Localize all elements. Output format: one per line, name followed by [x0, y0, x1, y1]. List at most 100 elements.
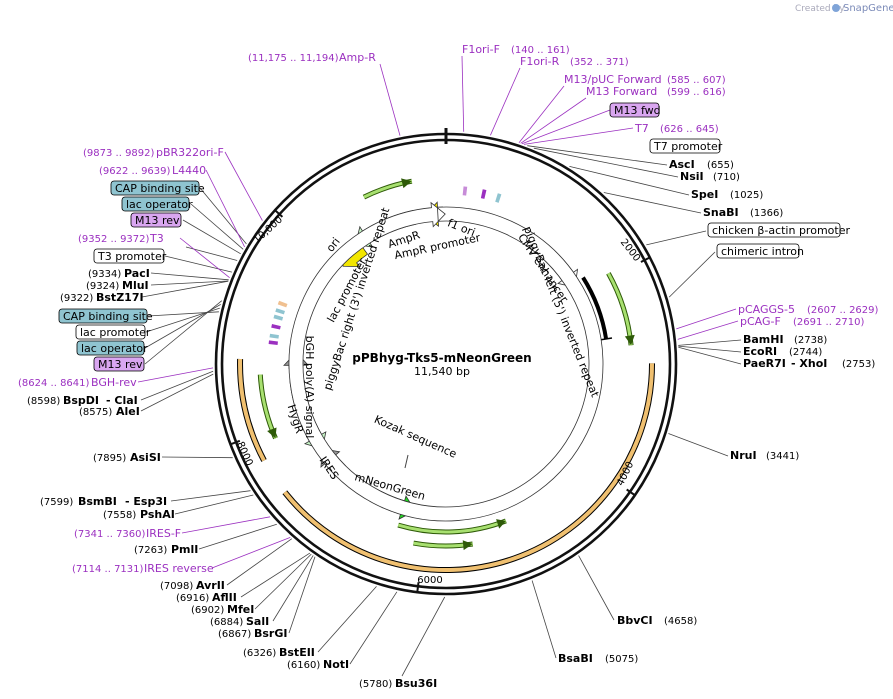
primer-pcaggs-5[interactable]: pCAGGS-5 — [738, 303, 795, 316]
leader-line-43 — [523, 127, 634, 145]
leader-line-6 — [678, 339, 742, 346]
box-m13rev-2[interactable] — [93, 356, 145, 372]
leader-line-3 — [603, 192, 702, 214]
primer-ires-f[interactable]: IRES-F — [146, 527, 181, 540]
box-lacprom2-label: lac promoter — [80, 326, 151, 339]
primer-bgh-rev[interactable]: BGH-rev — [91, 376, 137, 389]
leader-line-26 — [141, 280, 229, 298]
leader-line-52 — [379, 63, 401, 136]
box-cap-binding-site-1[interactable] — [110, 180, 200, 196]
site-asisi-pos: (7895) — [93, 453, 126, 464]
site-bbvci-pos: (4658) — [664, 616, 697, 627]
primer-m13-forward[interactable]: M13 Forward — [586, 85, 657, 98]
box-t3promoter-label: T3 promoter — [97, 250, 167, 263]
tick-2000 — [640, 256, 652, 263]
site-bsabi[interactable]: BsaBI — [558, 652, 593, 665]
site-ecori[interactable]: EcoRI — [743, 345, 777, 358]
primer-pcaggs-5-range: (2607 .. 2629) — [807, 305, 879, 316]
site-pshai[interactable]: PshAI — [140, 508, 175, 521]
box-cap-binding-site-2[interactable] — [58, 308, 148, 324]
leader-line-31 — [182, 219, 241, 255]
plasmid-length: 11,540 bp — [414, 365, 470, 378]
leader-line-18 — [240, 552, 311, 598]
site-xhoi[interactable]: - XhoI — [791, 357, 827, 370]
site-aflii[interactable]: AflII — [212, 591, 237, 604]
primer-pbr322ori-f[interactable]: pBR322ori-F — [156, 146, 224, 159]
box-chicken-actin-label: chicken β-actin promoter — [712, 224, 850, 237]
site-spei-pos: (1025) — [730, 190, 763, 201]
site-paci[interactable]: PacI — [124, 267, 150, 280]
box-chimeric-intron[interactable] — [716, 243, 800, 259]
site-avrii[interactable]: AvrII — [196, 579, 225, 592]
primer-pcag-f[interactable]: pCAG-F — [740, 315, 781, 328]
leader-line-48 — [137, 367, 214, 383]
leader-line-42 — [521, 109, 611, 145]
site-asci[interactable]: AscI — [669, 158, 695, 171]
site-bstz17i-pos: (9322) — [60, 293, 93, 304]
site-bamhi-pos: (2738) — [794, 335, 827, 346]
site-pmli[interactable]: PmlI — [171, 543, 198, 556]
orf-arrow-bottom — [397, 519, 507, 534]
box-lac-operator-1[interactable] — [121, 196, 190, 212]
box-m13fwd[interactable] — [609, 102, 660, 118]
site-bstz17i[interactable]: BstZ17I — [96, 291, 144, 304]
feature-small-mark-2 — [275, 308, 285, 315]
box-chicken-actin[interactable] — [707, 222, 841, 238]
site-spei[interactable]: SpeI — [691, 188, 718, 201]
leader-line-12 — [401, 596, 446, 677]
site-mlui-pos: (9324) — [86, 281, 119, 292]
site-bsmbi[interactable]: BsmBI — [78, 495, 117, 508]
site-pmli-pos: (7263) — [134, 545, 167, 556]
box-lac-operator-2[interactable] — [76, 340, 145, 356]
leader-line-25 — [140, 370, 214, 401]
box-lacop1-label: lac operator — [126, 198, 193, 211]
leader-line-19 — [226, 538, 293, 586]
site-clai[interactable]: - ClaI — [106, 394, 138, 407]
site-nsii[interactable]: NsiI — [680, 170, 704, 183]
tick-8000 — [229, 439, 241, 446]
box-t7promoter-label: T7 promoter — [653, 140, 723, 153]
site-bsrgi[interactable]: BsrGI — [254, 627, 287, 640]
leader-line-40 — [518, 85, 565, 143]
site-bamhi[interactable]: BamHI — [743, 333, 784, 346]
primer-t3[interactable]: T3 — [149, 232, 164, 245]
site-noti[interactable]: NotI — [323, 658, 349, 671]
site-asisi[interactable]: AsiSI — [130, 451, 161, 464]
site-bsrgi-pos: (6867) — [218, 629, 251, 640]
site-nrui[interactable]: NruI — [730, 449, 757, 462]
box-t3promoter[interactable] — [93, 248, 165, 264]
primer-t7[interactable]: T7 — [634, 122, 649, 135]
site-mfei-pos: (6902) — [191, 605, 224, 616]
box-m13rev2-label: M13 rev — [98, 358, 143, 371]
site-paer7i[interactable]: PaeR7I — [743, 357, 786, 370]
leader-line-38 — [461, 55, 465, 132]
site-esp3i[interactable]: - Esp3I — [125, 495, 167, 508]
primer-amp-r-range: (11,175 .. 11,194) — [248, 53, 339, 64]
snapgene-logo-icon — [832, 4, 840, 12]
site-mlui[interactable]: MluI — [122, 279, 149, 292]
primer-bgh-rev-range: (8624 .. 8641) — [18, 378, 90, 389]
site-alei[interactable]: AleI — [116, 405, 140, 418]
feature-amprpromoter-block — [288, 201, 604, 522]
site-sali[interactable]: SalI — [246, 615, 269, 628]
primer-ires-reverse[interactable]: IRES reverse — [144, 562, 214, 575]
site-snabi[interactable]: SnaBI — [703, 206, 739, 219]
site-bsu36i[interactable]: Bsu36I — [395, 677, 437, 690]
box-chimeric-intron-label: chimeric intron — [721, 245, 804, 258]
leader-line-14 — [317, 586, 377, 653]
site-bsteii[interactable]: BstEII — [279, 646, 315, 659]
box-t7promoter[interactable] — [649, 138, 721, 154]
primer-m13puc-forward[interactable]: M13/pUC Forward — [564, 73, 662, 86]
box-m13rev-1[interactable] — [130, 212, 182, 228]
site-bbvci[interactable]: BbvCI — [617, 614, 653, 627]
orf-arrow-top-head — [401, 178, 412, 189]
primer-f1ori-f[interactable]: F1ori-F — [462, 43, 500, 56]
site-bspdi[interactable]: BspDI — [63, 394, 99, 407]
primer-amp-r[interactable]: Amp-R — [339, 51, 376, 64]
site-mfei[interactable]: MfeI — [227, 603, 254, 616]
primer-f1ori-r[interactable]: F1ori-R — [520, 55, 560, 68]
tick-label-8000: 8000 — [234, 440, 254, 468]
primer-l4440[interactable]: L4440 — [172, 164, 206, 177]
primer-pcag-f-range: (2691 .. 2710) — [793, 317, 865, 328]
box-lac-promoter-2[interactable] — [75, 324, 146, 340]
